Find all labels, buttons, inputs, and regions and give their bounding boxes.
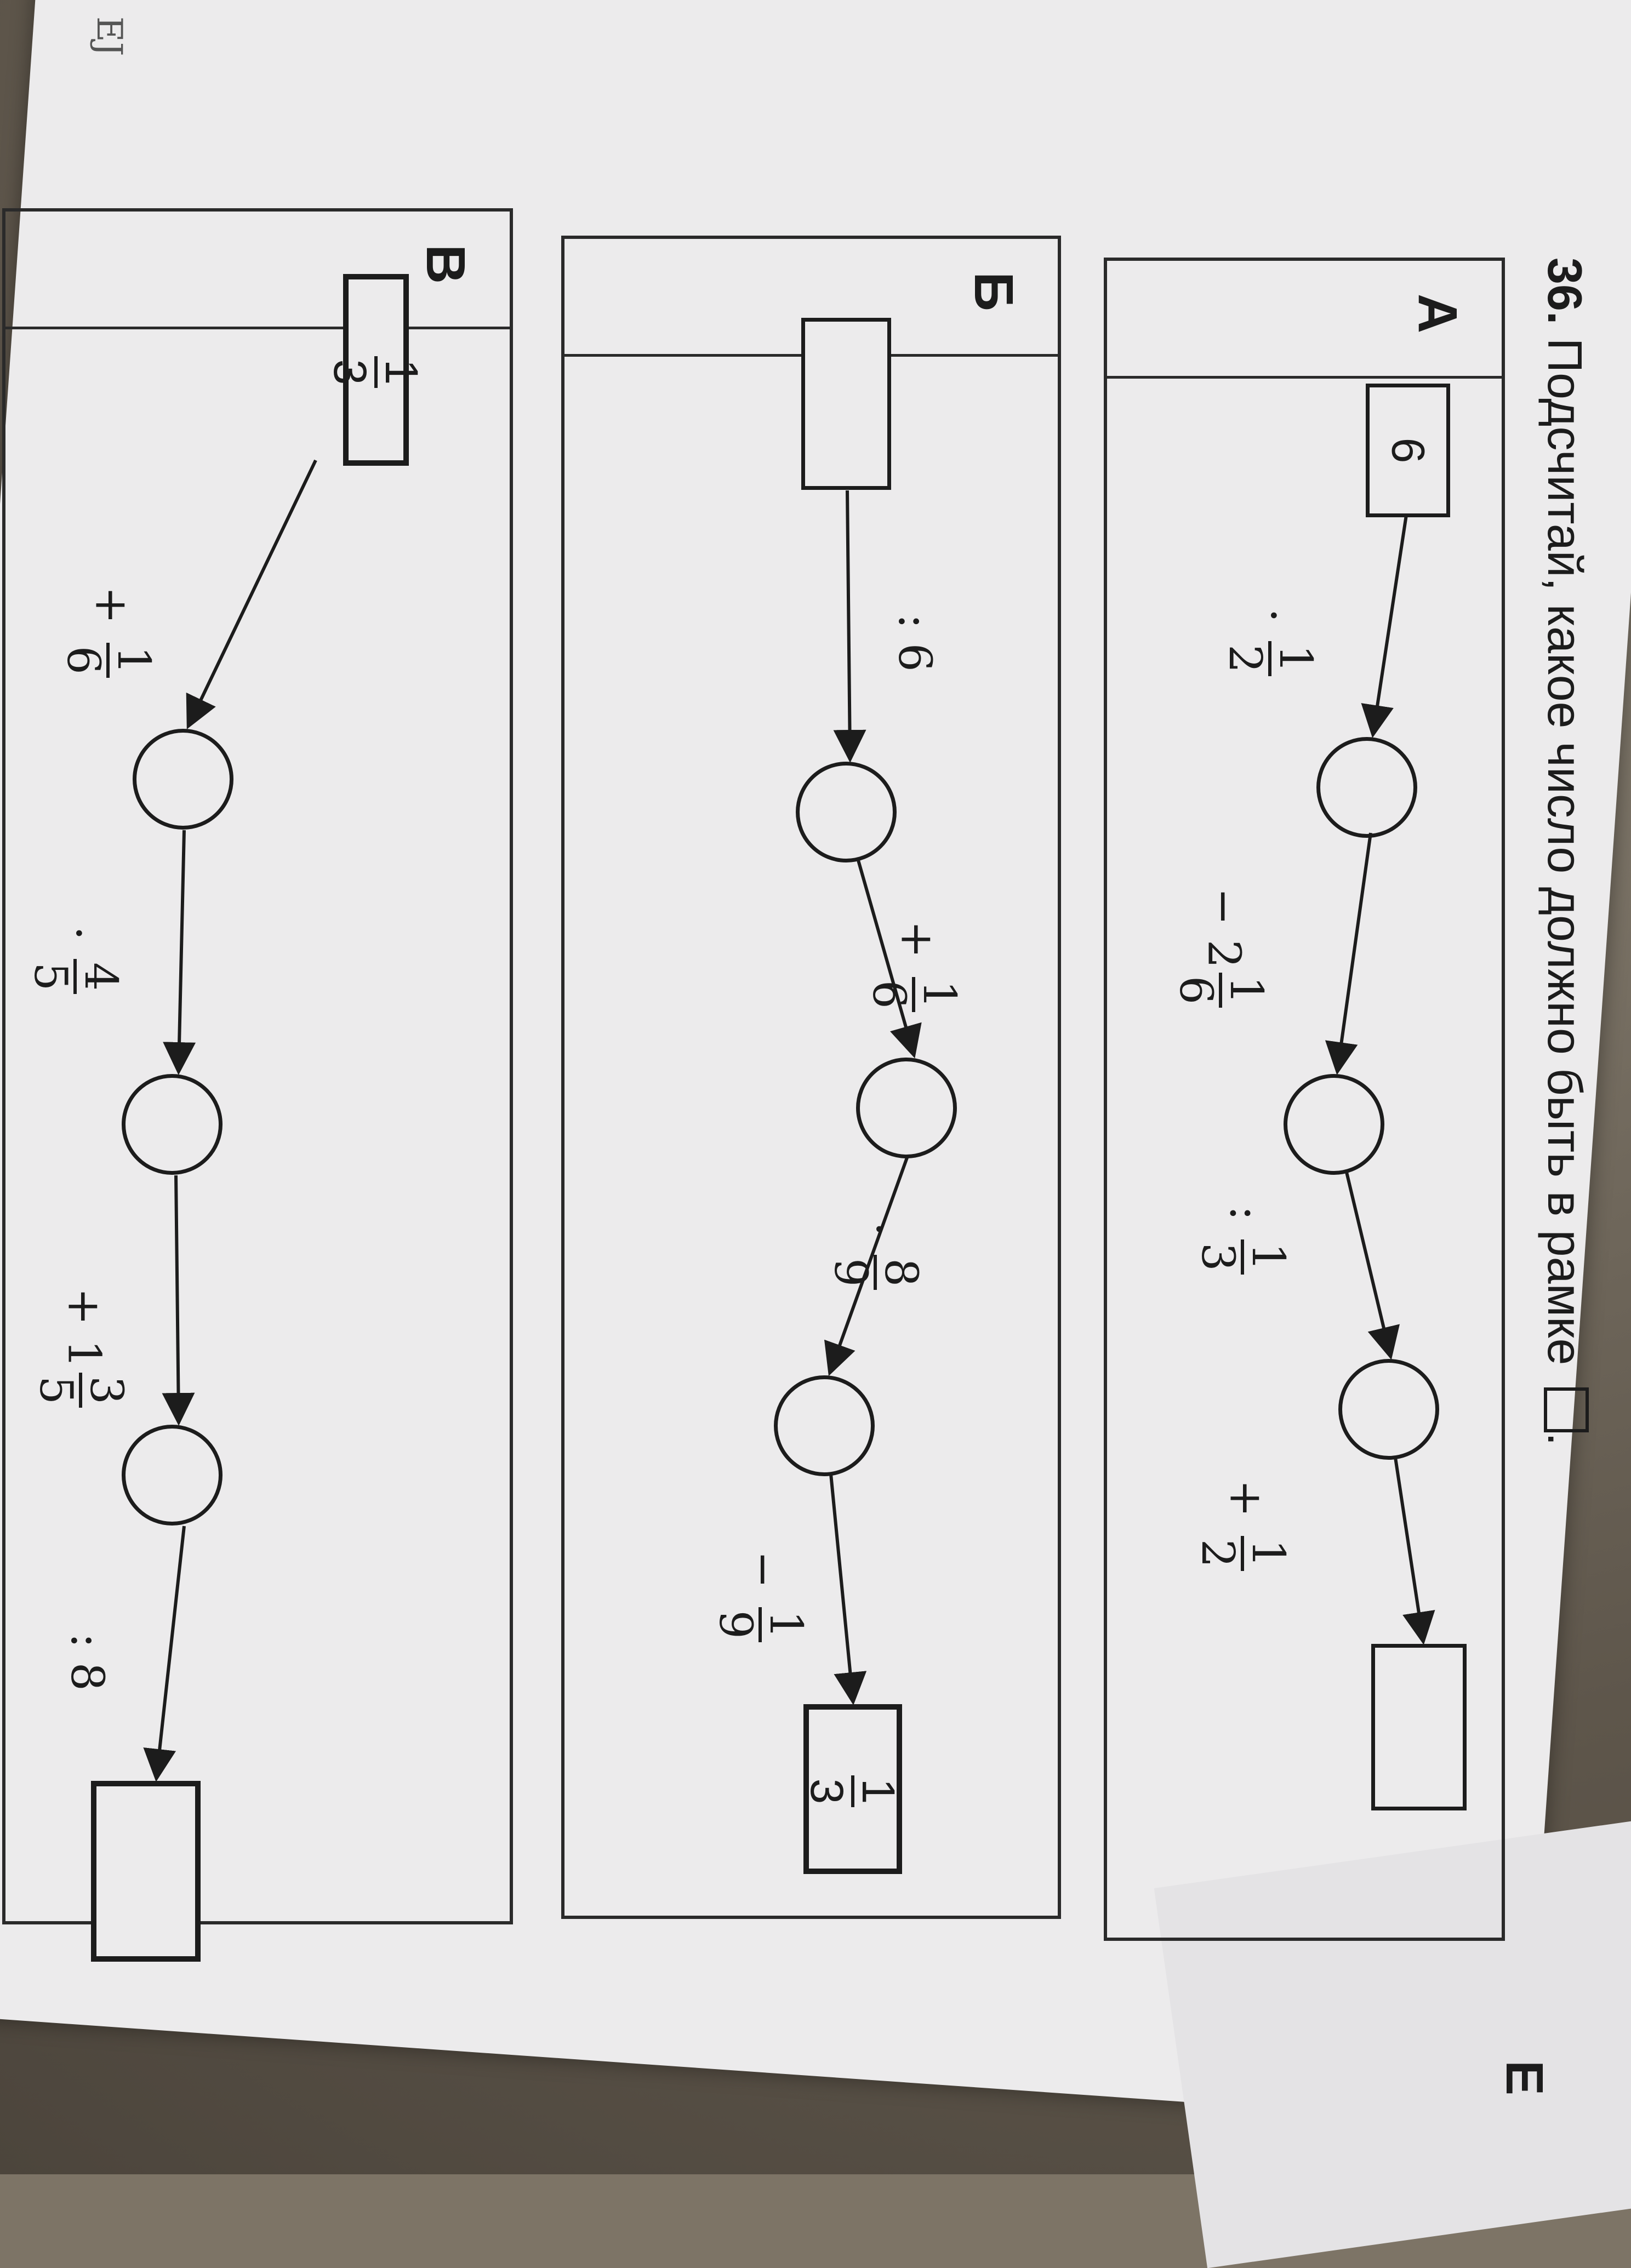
arrows-layer: [143, 459, 1435, 1782]
arrow-v-4: [143, 1526, 186, 1782]
arrow-b-3: [824, 1155, 909, 1376]
arrow-b-4: [829, 1473, 867, 1705]
arrow-a-4: [1394, 1457, 1435, 1645]
arrow-b-2: [857, 860, 922, 1059]
arrow-a-1: [1361, 515, 1408, 738]
arrow-v-2: [163, 830, 196, 1075]
arrow-a-3: [1344, 1169, 1400, 1360]
arrow-b-1: [833, 490, 866, 763]
rotated-content: 36. Подсчитай, какое число должно быть в…: [2, 16, 1592, 2095]
arrow-a-2: [1325, 832, 1372, 1075]
arrow-v-3: [162, 1175, 195, 1426]
arrow-v-1: [186, 459, 317, 729]
